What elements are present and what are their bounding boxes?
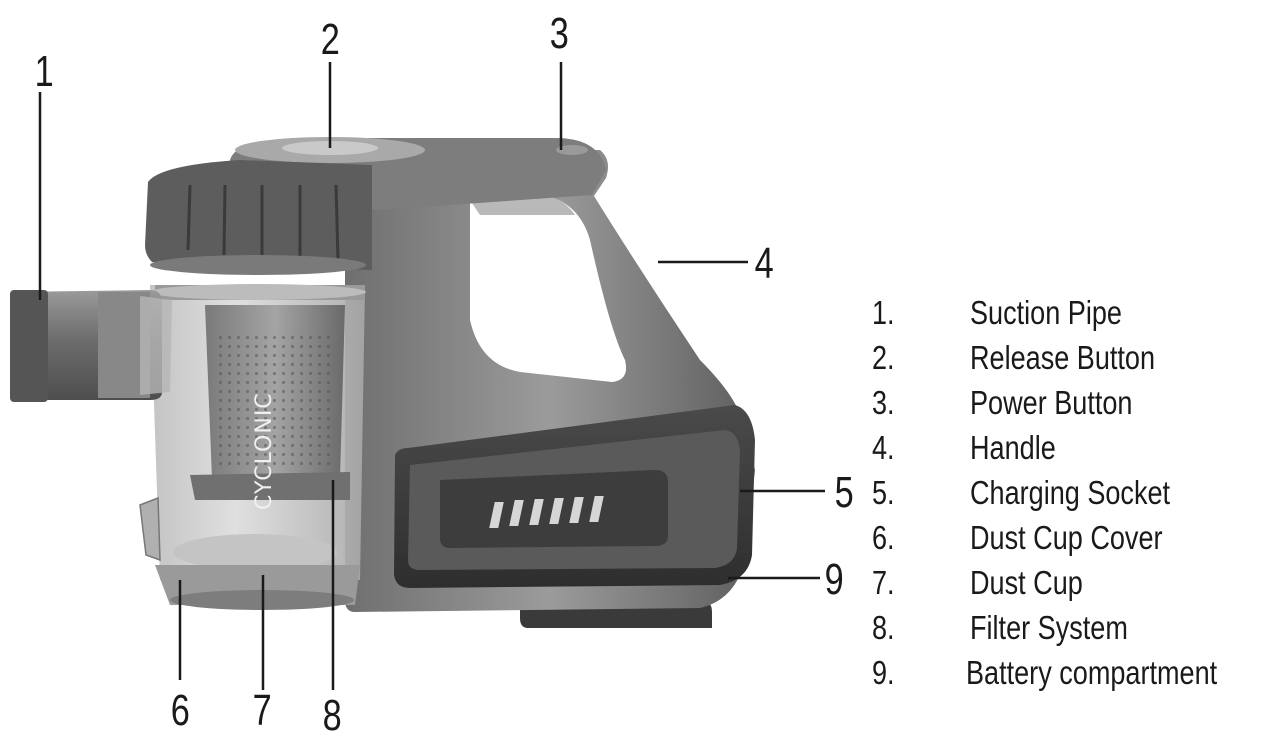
legend-number: 1. [872,294,895,331]
legend-number: 7. [872,564,895,601]
legend-item: 4. Handle [872,425,1272,470]
callout-6: 6 [171,686,190,733]
legend-label: Dust Cup [970,564,1083,601]
legend-label: Handle [970,429,1056,466]
legend-label: Suction Pipe [970,294,1122,331]
leader-lines [38,62,825,690]
vent-slots [489,496,604,528]
release-clip [139,496,161,562]
legend-number: 4. [872,429,895,466]
legend-item: 7. Dust Cup [872,560,1272,605]
callout-2: 2 [321,15,340,64]
legend-item: 3. Power Button [872,380,1272,425]
legend-item: 1. Suction Pipe [872,290,1272,335]
legend-item: 6. Dust Cup Cover [872,515,1272,560]
legend-label: Filter System [970,609,1128,646]
legend-number: 8. [872,609,895,646]
legend-label: Charging Socket [970,474,1171,511]
cyclonic-text: CYCLONIC [252,392,277,510]
legend-label: Battery compartment [965,654,1217,691]
legend-number: 9. [872,654,895,691]
power-button [556,145,588,155]
handle-opening [470,196,627,382]
legend-number: 5. [872,474,895,511]
legend-number: 6. [872,519,895,556]
legend-item: 2. Release Button [872,335,1272,380]
vacuum-illustration [10,137,755,628]
legend-label: Dust Cup Cover [970,519,1163,556]
callout-4: 4 [755,239,774,288]
callout-9: 9 [825,555,844,604]
parts-legend: 1. Suction Pipe 2. Release Button 3. Pow… [872,290,1272,695]
legend-item: 8. Filter System [872,605,1272,650]
callout-1: 1 [35,47,54,96]
callout-3: 3 [550,9,569,58]
legend-item: 5. Charging Socket [872,470,1272,515]
cyclone-head [145,160,372,270]
callout-8: 8 [323,691,342,733]
callout-7: 7 [253,686,272,733]
legend-label: Release Button [970,339,1156,376]
legend-label: Power Button [970,384,1133,421]
callout-5: 5 [835,468,854,517]
legend-number: 2. [872,339,895,376]
legend-item: 9. Battery compartment [872,650,1272,695]
callout-numbers: 1 2 3 4 5 6 7 8 9 [35,9,854,733]
legend-number: 3. [872,384,895,421]
